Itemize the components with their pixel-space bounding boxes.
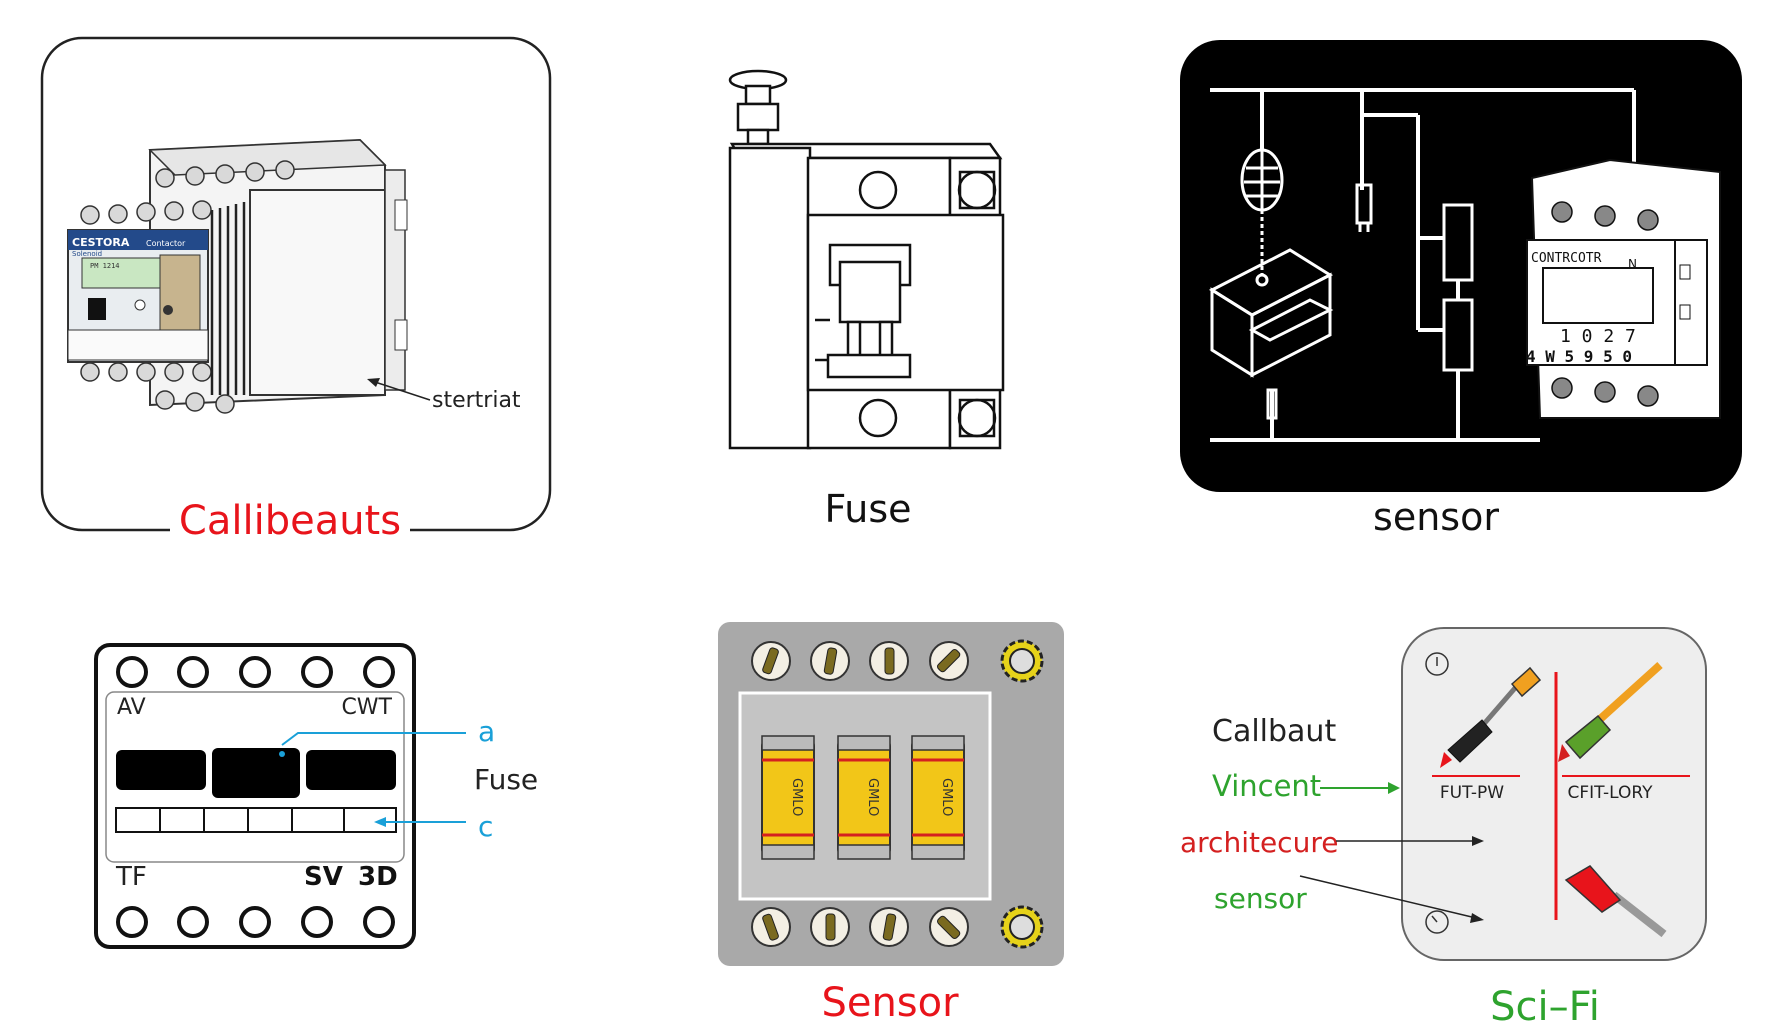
scifi-label-vincent: Vincent	[1212, 769, 1321, 803]
clock-icon-top	[1425, 652, 1449, 676]
fuse-block-caption: Sensor	[821, 980, 959, 1024]
relay-label-tl: AV	[117, 695, 146, 720]
energy-meter: CONTRCOTR N 1 0 2 7 4 W 5 9 5 0	[1526, 158, 1721, 419]
panel-scifi: FUT-PW CFIT-LORY Callbaut Vincent archit…	[1180, 627, 1707, 1024]
contactor-callout: stertriat	[367, 378, 521, 413]
contactor-caption: Callibeauts	[179, 498, 401, 544]
probe-right	[1558, 662, 1663, 762]
contactor-brand: CESTORA	[72, 236, 130, 249]
relay-label-tr: CWT	[341, 695, 392, 720]
relay-callout-c: c	[478, 810, 493, 843]
contactor-device-illustration: CESTORA Contactor Solenoid PM 1214	[67, 138, 408, 414]
fuse-block-terminals	[751, 639, 1044, 949]
relay-callout-a: a	[478, 715, 495, 748]
scifi-arrows	[1299, 782, 1484, 923]
relay-blocks	[116, 748, 396, 798]
panel-fuse: Fuse	[728, 69, 1005, 531]
meter-row2: 4 W 5 9 5 0	[1526, 347, 1632, 366]
meter-label: CONTRCOTR	[1531, 251, 1602, 266]
magnet-block	[1208, 248, 1334, 378]
contactor-model: PM 1214	[90, 262, 120, 270]
fuse-text-2: GMLO	[865, 778, 880, 816]
clock-icon-bottom	[1425, 910, 1449, 934]
probe-bottom	[1564, 865, 1667, 938]
fuse-text-1: GMLO	[789, 778, 804, 816]
meter-row1: 1 0 2 7	[1560, 326, 1636, 347]
schematic-wiring	[1210, 88, 1636, 442]
contactor-sub-a: Solenoid	[72, 250, 102, 258]
panel-contactor: CESTORA Contactor Solenoid PM 1214 stert…	[40, 36, 552, 555]
probe-right-label: CFIT-LORY	[1568, 783, 1654, 803]
scifi-label-architecure: architecure	[1180, 826, 1338, 859]
cartridge-fuses: GMLO GMLO GMLO	[761, 735, 965, 860]
meter-n: N	[1628, 257, 1637, 271]
fuse-text-3: GMLO	[939, 778, 954, 816]
scifi-label-sensor: sensor	[1214, 882, 1307, 915]
scifi-caption: Sci–Fi	[1490, 984, 1600, 1024]
relay-label-b1: SV	[304, 862, 343, 892]
relay-label-b2: 3D	[358, 862, 398, 892]
fuse-caption: Fuse	[824, 487, 911, 531]
relay-callouts	[281, 732, 466, 823]
probe-left	[1440, 666, 1542, 768]
relay-label-bl: TF	[115, 862, 147, 892]
contactor-callout-label: stertriat	[432, 388, 521, 413]
panel-sensor-dark: CONTRCOTR N 1 0 2 7 4 W 5 9 5 0 sensor	[1180, 40, 1742, 539]
fuse-holder-illustration	[728, 69, 1005, 450]
panel-relay: AV CWT TF SV 3D a Fuse c	[94, 643, 538, 949]
sensor-dark-caption: sensor	[1373, 495, 1499, 539]
probe-left-label: FUT-PW	[1440, 783, 1504, 803]
scifi-label-callbaut: Callbaut	[1212, 714, 1336, 749]
relay-callout-fuse: Fuse	[474, 763, 538, 796]
panel-fuse-block: GMLO GMLO GMLO Sensor	[718, 622, 1064, 1024]
contactor-sub-b: Contactor	[146, 239, 186, 248]
relay-terminals	[116, 656, 395, 938]
